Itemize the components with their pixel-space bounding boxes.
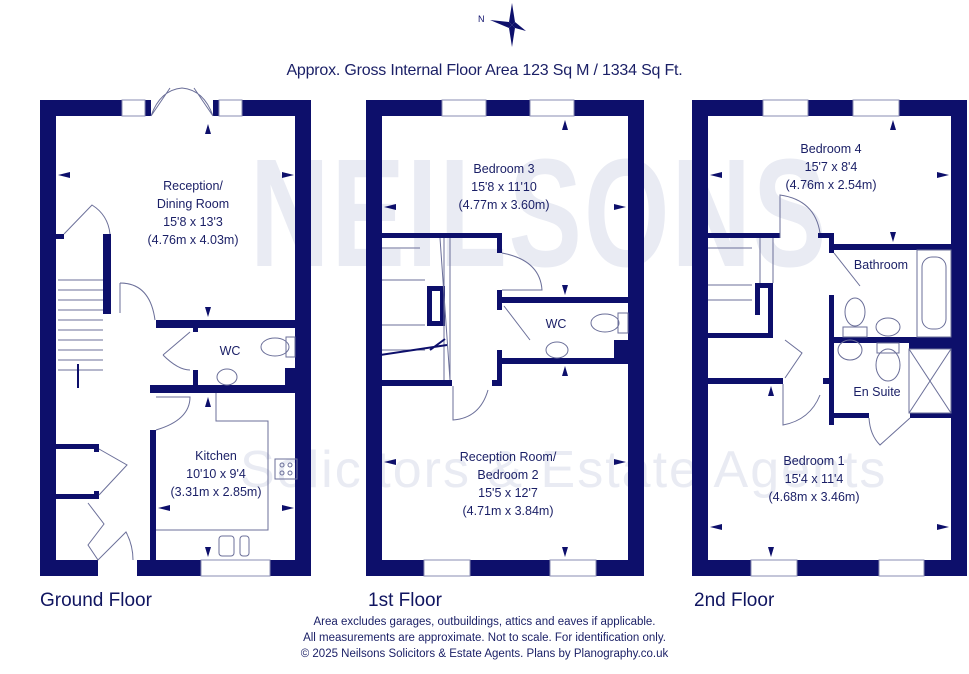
room-bedroom-1: Bedroom 1 15'4 x 11'4 (4.68m x 3.46m)	[768, 452, 859, 506]
room-metric: (4.68m x 3.46m)	[768, 490, 860, 504]
footer-line-1: Area excludes garages, outbuildings, att…	[313, 616, 656, 628]
dimension-markers	[58, 120, 949, 557]
room-wc-first: WC	[546, 315, 567, 333]
room-name: Bedroom 4	[800, 142, 862, 156]
room-bedroom-3: Bedroom 3 15'8 x 11'10 (4.77m x 3.60m)	[458, 160, 549, 214]
room-name: Bedroom 3	[473, 162, 535, 176]
room-reception-bedroom-2: Reception Room/ Bedroom 2 15'5 x 12'7 (4…	[460, 448, 557, 520]
room-imperial: 10'10 x 9'4	[186, 467, 246, 481]
room-name: Bedroom 1	[783, 454, 845, 468]
room-imperial: 15'4 x 11'4	[784, 472, 844, 486]
room-name: Reception Room/	[459, 450, 557, 464]
room-bedroom-4: Bedroom 4 15'7 x 8'4 (4.76m x 2.54m)	[785, 140, 876, 194]
room-metric: (4.76m x 4.03m)	[147, 233, 239, 247]
first-floor-walls	[366, 100, 644, 576]
room-name: Kitchen	[195, 449, 237, 463]
footer-line-3: © 2025 Neilsons Solicitors & Estate Agen…	[300, 648, 669, 660]
floor-label-ground: Ground Floor	[40, 590, 152, 611]
room-name-line2: Dining Room	[156, 197, 230, 211]
room-wc-ground: WC	[220, 342, 241, 360]
windows	[121, 99, 925, 577]
room-reception-dining: Reception/ Dining Room 15'8 x 13'3 (4.76…	[147, 177, 238, 249]
room-imperial: 15'8 x 11'10	[471, 180, 537, 194]
room-metric: (4.71m x 3.84m)	[462, 504, 554, 518]
floor-area-title: Approx. Gross Internal Floor Area 123 Sq…	[286, 62, 683, 79]
room-metric: (3.31m x 2.85m)	[170, 485, 262, 499]
room-en-suite: En Suite	[853, 383, 900, 401]
room-name: Bathroom	[853, 258, 909, 272]
room-metric: (4.77m x 3.60m)	[458, 198, 550, 212]
floor-label-second: 2nd Floor	[694, 590, 775, 611]
room-name: WC	[545, 317, 567, 331]
room-name-line2: Bedroom 2	[477, 468, 539, 482]
second-floor-walls	[692, 100, 967, 576]
room-name: En Suite	[853, 385, 901, 399]
room-kitchen: Kitchen 10'10 x 9'4 (3.31m x 2.85m)	[170, 447, 261, 501]
fixtures	[58, 87, 952, 561]
room-imperial: 15'5 x 12'7	[478, 486, 538, 500]
footer-line-2: All measurements are approximate. Not to…	[303, 632, 666, 644]
room-name: Reception/	[163, 179, 223, 193]
room-imperial: 15'7 x 8'4	[804, 160, 858, 174]
room-metric: (4.76m x 2.54m)	[785, 178, 877, 192]
room-name: WC	[219, 344, 241, 358]
floor-label-first: 1st Floor	[368, 590, 442, 611]
disclaimer-footer: Area excludes garages, outbuildings, att…	[0, 614, 969, 662]
room-imperial: 15'8 x 13'3	[163, 215, 223, 229]
ground-floor-walls	[40, 100, 311, 576]
room-bathroom: Bathroom	[854, 256, 908, 274]
